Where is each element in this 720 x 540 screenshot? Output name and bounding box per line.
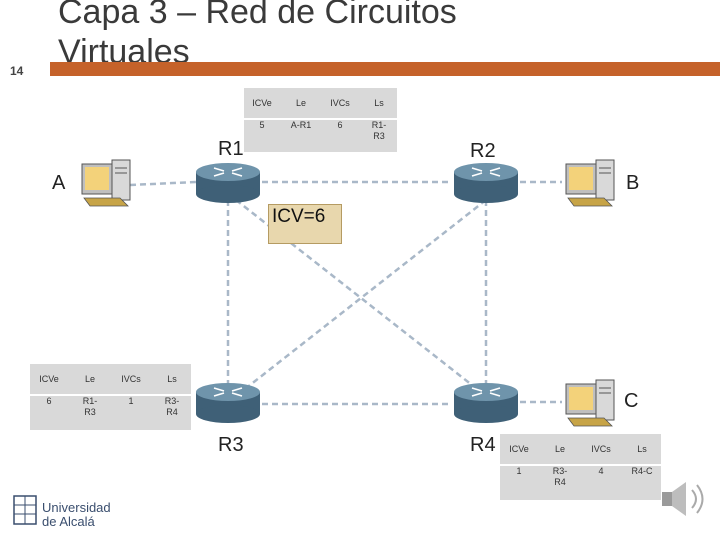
slide-title-line1: Capa 3 – Red de Circuitos: [58, 0, 457, 31]
table-cell: 1: [500, 466, 538, 500]
university-logo-line2: de Alcalá: [42, 514, 95, 529]
slide-number: 14: [10, 64, 24, 78]
link-a-r1: [129, 180, 197, 187]
router-icon: [453, 382, 519, 424]
host-label-c: C: [624, 390, 639, 412]
slide-number-box: [0, 62, 44, 76]
router-icon: [453, 162, 519, 204]
icv-label: ICV=6: [272, 206, 326, 227]
virtual-circuit-table-r1: ICVe Le IVCs Ls 5 A-R1 6 R1-R3: [244, 88, 397, 152]
speaker-icon: [662, 482, 704, 516]
virtual-circuit-table-r3: ICVe Le IVCs Ls 6 R1-R3 1 R3-R4: [30, 364, 191, 430]
router-icon: [195, 382, 261, 424]
table-header: ICVe: [30, 364, 68, 394]
table-cell: 6: [322, 120, 358, 152]
table-cell: 5: [244, 120, 280, 152]
table-header: IVCs: [322, 88, 358, 118]
table-header: ICVe: [500, 434, 538, 464]
icv-scroll: [268, 204, 342, 244]
computer-icon: [565, 379, 615, 427]
table-cell: R3-R4: [153, 396, 191, 430]
table-header: ICVe: [244, 88, 280, 118]
computer-icon: [565, 159, 615, 207]
link-r2-r3: [235, 199, 487, 397]
university-logo-icon: [13, 495, 37, 525]
router-label-r2: R2: [470, 140, 496, 162]
table-header: Le: [541, 434, 579, 464]
table-cell: 1: [112, 396, 150, 430]
table-cell: A-R1: [283, 120, 319, 152]
table-header: Ls: [623, 434, 661, 464]
table-cell: R3-R4: [541, 466, 579, 500]
table-header: Le: [71, 364, 109, 394]
virtual-circuit-table-r4: ICVe Le IVCs Ls 1 R3-R4 4 R4-C: [500, 434, 661, 500]
computer-icon: [81, 159, 131, 207]
router-label-r1: R1: [218, 138, 244, 160]
table-header: Ls: [153, 364, 191, 394]
host-label-b: B: [626, 172, 640, 194]
router-icon: [195, 162, 261, 204]
host-label-a: A: [52, 172, 66, 194]
table-header: IVCs: [582, 434, 620, 464]
links: [129, 180, 562, 406]
table-header: Ls: [361, 88, 397, 118]
table-header: Le: [283, 88, 319, 118]
table-cell: 6: [30, 396, 68, 430]
title-bar: [50, 62, 720, 76]
router-label-r4: R4: [470, 434, 496, 456]
university-logo-line1: Universidad: [42, 500, 111, 515]
slide-title: Capa 3 – Red de Circuitos Virtuales: [58, 0, 578, 72]
table-cell: R1-R3: [71, 396, 109, 430]
router-label-r3: R3: [218, 434, 244, 456]
table-header: IVCs: [112, 364, 150, 394]
table-cell: R1-R3: [361, 120, 397, 152]
table-cell: 4: [582, 466, 620, 500]
table-cell: R4-C: [623, 466, 661, 500]
